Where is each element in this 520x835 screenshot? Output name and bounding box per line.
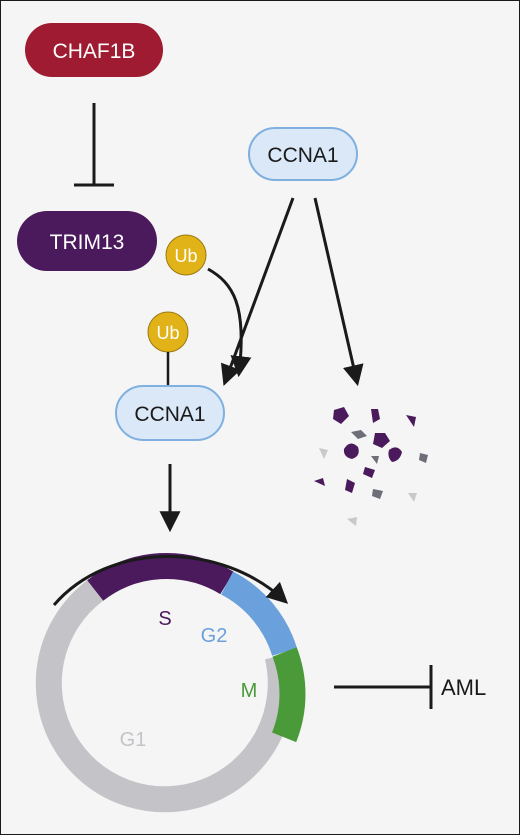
ub-attached: Ub xyxy=(147,311,189,386)
chaf1b-node: CHAF1B xyxy=(25,23,163,77)
ub-free-label: Ub xyxy=(174,246,197,266)
cell-cycle: S G2 M G1 xyxy=(35,552,306,813)
g2-phase-arc xyxy=(220,571,298,657)
chaf1b-label: CHAF1B xyxy=(53,40,136,63)
ccna1-bottom-node: CCNA1 xyxy=(115,385,225,441)
g1-phase-label: G1 xyxy=(120,729,147,751)
degraded-fragments xyxy=(314,407,428,526)
trim13-label: TRIM13 xyxy=(50,231,125,254)
ccna1-to-degradation-arrow xyxy=(313,197,364,387)
chaf1b-inhibits-trim13 xyxy=(74,103,114,187)
aml-label: AML xyxy=(441,675,486,700)
g2-phase-label: G2 xyxy=(201,625,228,647)
s-phase-arc xyxy=(87,552,234,601)
trim13-node: TRIM13 xyxy=(17,211,157,271)
ub-free: Ub xyxy=(165,234,207,276)
cycle-progression-arrow xyxy=(52,555,289,606)
ccna1-top-node: CCNA1 xyxy=(248,127,358,181)
ccna1-bottom-label: CCNA1 xyxy=(134,403,205,426)
g1-phase-arc xyxy=(35,580,294,813)
m-phase-arc xyxy=(271,647,306,743)
cycle-inhibits-aml xyxy=(334,665,433,709)
s-phase-label: S xyxy=(158,608,171,630)
ccna1-to-ccna1-arrow xyxy=(220,197,295,386)
ub-attached-label: Ub xyxy=(156,323,179,343)
ub-transfer-arrow xyxy=(207,267,252,378)
ccna1-top-label: CCNA1 xyxy=(267,144,338,167)
m-phase-label: M xyxy=(241,680,258,702)
